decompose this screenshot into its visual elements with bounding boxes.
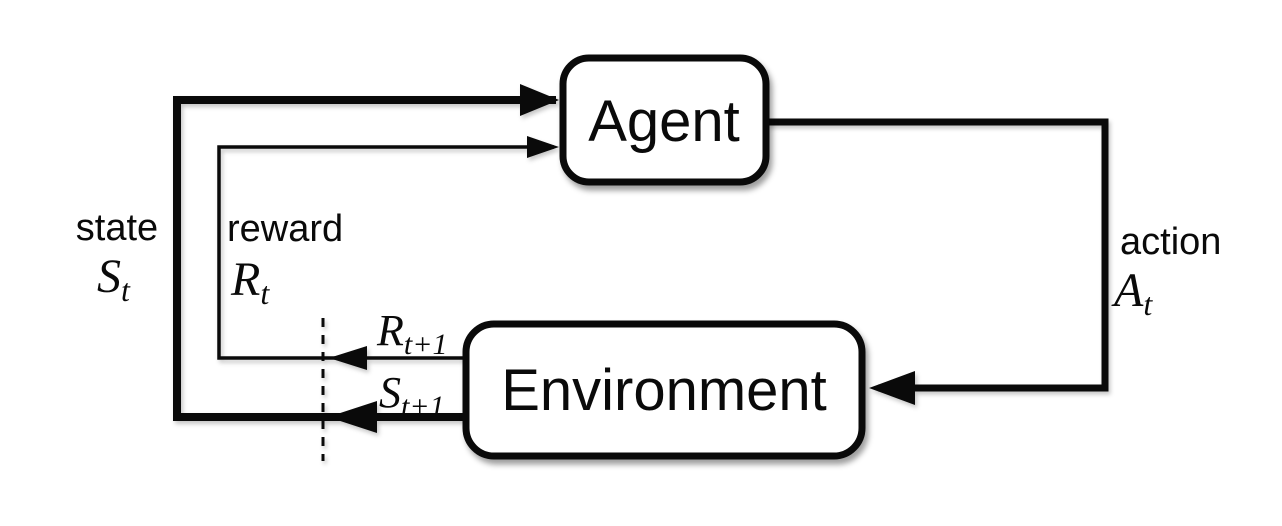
next-state-symbol-sub: t+1 [401,390,445,423]
state-symbol-base: S [97,250,121,303]
environment-box [462,320,866,460]
state-wire [173,96,556,421]
next-reward-symbol-base: R [376,306,404,355]
next-state-symbol: St+1 [379,368,445,423]
state-word-label: state [76,207,158,249]
nodes-layer: Agent Environment [462,54,866,460]
labels-layer: state St reward Rt action At Rt+1 St+1 [76,207,1222,423]
agent-box [559,54,770,186]
action-arrowhead [869,371,915,405]
agent-label: Agent [588,89,740,154]
state-arrowhead [520,84,559,116]
state-symbol-sub: t [121,272,131,308]
state-symbol: St [97,250,131,308]
environment-label: Environment [501,358,827,423]
reward-arrowhead [527,136,559,158]
wires-layer [173,84,1109,461]
reward-symbol-base: R [230,253,260,306]
next-state-symbol-base: S [379,368,401,417]
reward-symbol: Rt [230,253,270,311]
reward-symbol-sub: t [260,275,270,311]
reward-word-label: reward [227,208,343,250]
next-reward-symbol-sub: t+1 [404,328,448,361]
next-reward-symbol: Rt+1 [376,306,447,361]
next-state-arrowhead [328,401,377,433]
next-reward-arrowhead [329,346,367,370]
action-symbol-sub: t [1143,286,1153,322]
action-word-label: action [1120,221,1221,263]
action-wire [767,118,1109,392]
action-symbol: At [1111,264,1153,322]
action-symbol-base: A [1111,264,1144,317]
